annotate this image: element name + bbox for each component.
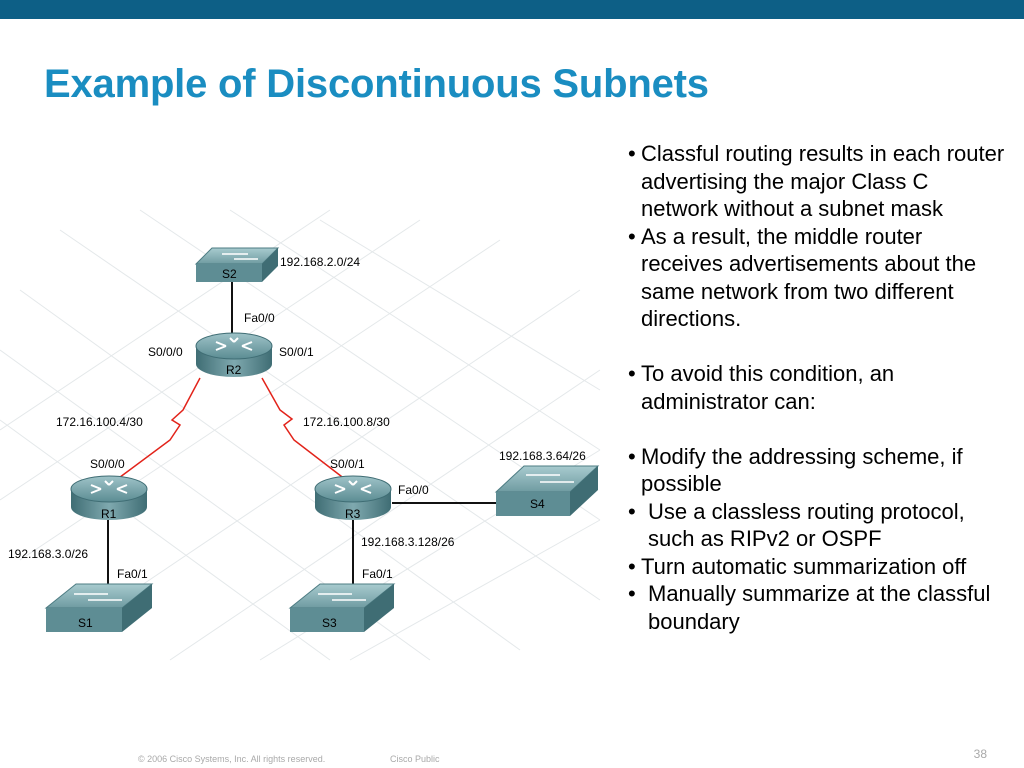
serial-links: [111, 377, 351, 484]
link-left-subnet-label: 172.16.100.4/30: [56, 415, 143, 429]
diagram-labels: 192.168.2.0/24 Fa0/0 S0/0/0 S0/0/1 172.1…: [8, 255, 586, 581]
page-number: 38: [973, 747, 987, 761]
s2-label: S2: [222, 267, 237, 281]
router-r3-icon: [314, 475, 392, 520]
s1-network-label: 192.168.3.0/26: [8, 547, 88, 561]
bullet-item: •Use a classless routing protocol, such …: [628, 498, 965, 552]
s4-network-label: 192.168.3.64/26: [499, 449, 586, 463]
router-r1-icon: [70, 475, 148, 520]
switch-s2-icon: [194, 247, 280, 282]
bullet-item: •Classful routing results in each router…: [628, 141, 1005, 221]
footer-classification: Cisco Public: [390, 754, 440, 764]
s2-network-label: 192.168.2.0/24: [280, 255, 360, 269]
s4-label: S4: [530, 497, 545, 511]
r3-fa01-label: Fa0/1: [362, 567, 393, 581]
spacer: [628, 333, 1008, 361]
s1-label: S1: [78, 616, 93, 630]
bullet-item: •Modify the addressing scheme, if possib…: [628, 443, 963, 497]
switch-s1-icon: [44, 583, 154, 632]
switch-s3-icon: [288, 583, 396, 632]
bullet-list: •Classful routing results in each router…: [628, 140, 1008, 635]
r1-label: R1: [101, 507, 117, 521]
r2-label: R2: [226, 363, 242, 377]
s3-network-label: 192.168.3.128/26: [361, 535, 455, 549]
slide-title: Example of Discontinuous Subnets: [44, 62, 709, 106]
ethernet-links: [107, 280, 498, 585]
s3-label: S3: [322, 616, 337, 630]
spacer: [628, 415, 1008, 443]
r3-fa00-label: Fa0/0: [398, 483, 429, 497]
bullet-item: •As a result, the middle router receives…: [628, 223, 977, 332]
r2-s001-label: S0/0/1: [279, 345, 314, 359]
footer-copyright: © 2006 Cisco Systems, Inc. All rights re…: [138, 754, 326, 764]
router-r2-icon: [195, 332, 273, 377]
r3-s001-label: S0/0/1: [330, 457, 365, 471]
r2-fa00-label: Fa0/0: [244, 311, 275, 325]
r1-fa01-label: Fa0/1: [117, 567, 148, 581]
bullet-item: •Manually summarize at the classful boun…: [628, 581, 991, 634]
link-right-subnet-label: 172.16.100.8/30: [303, 415, 390, 429]
top-banner: [0, 0, 1024, 19]
r2-s000-label: S0/0/0: [148, 345, 183, 359]
switch-s4-icon: [494, 465, 600, 516]
r1-s000-label: S0/0/0: [90, 457, 125, 471]
network-diagram: S2 R2 R1 R3 S1 S3 S4: [0, 209, 601, 661]
bullet-item: •Turn automatic summarization off: [628, 553, 967, 579]
r3-label: R3: [345, 507, 361, 521]
bullet-item: •To avoid this condition, an administrat…: [628, 361, 895, 414]
